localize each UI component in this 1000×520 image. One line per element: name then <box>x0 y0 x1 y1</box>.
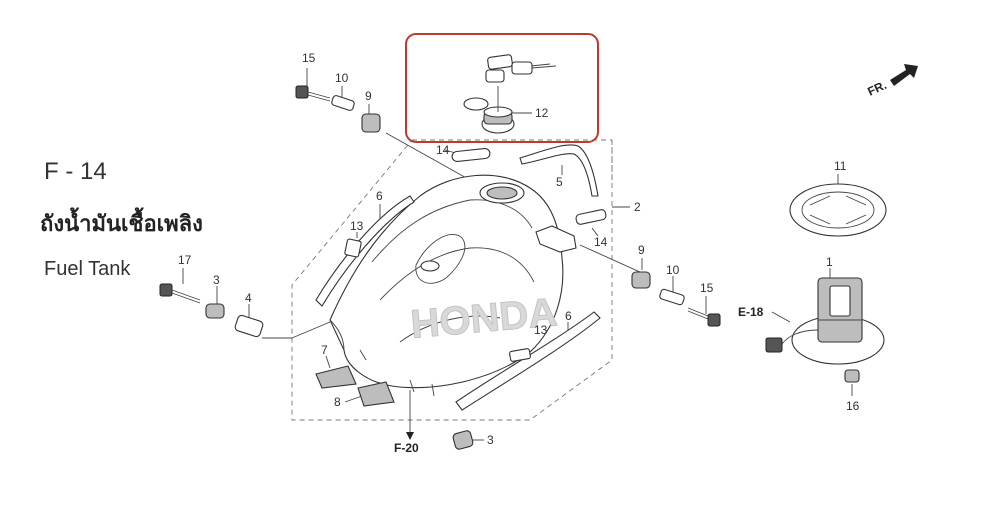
callout-12: 12 <box>535 106 549 120</box>
arrow-f20 <box>406 432 414 440</box>
callout-3-lower: 3 <box>487 433 494 447</box>
ref-e18: E-18 <box>738 305 764 319</box>
assembly-boundary <box>291 139 613 421</box>
collar-10-upper <box>331 95 355 111</box>
callout-3-left: 3 <box>213 273 220 287</box>
section-code: F - 14 <box>44 158 107 185</box>
callout-6-right: 6 <box>565 309 572 323</box>
collar-10-right <box>659 288 685 306</box>
bolt-15-upper <box>295 85 331 102</box>
bolt-15-right <box>687 307 721 327</box>
callout-9-upper: 9 <box>365 89 372 103</box>
sheet-8 <box>357 381 395 407</box>
callout-13-right: 13 <box>534 323 548 337</box>
callout-5: 5 <box>556 175 563 189</box>
diagram-title-thai: ถังน้ำมันเชื้อเพลิง <box>40 212 203 237</box>
set-plate-11 <box>789 183 887 237</box>
ref-f20: F-20 <box>394 441 419 455</box>
rubber-strip-6-right <box>455 311 601 411</box>
callout-7: 7 <box>321 343 328 357</box>
callout-11: 11 <box>834 159 847 173</box>
callout-10-upper: 10 <box>335 71 349 85</box>
leader-lines <box>182 68 853 441</box>
fuel-cap-with-keys <box>463 54 557 134</box>
pad-14-right <box>575 209 607 225</box>
callout-16: 16 <box>846 399 860 413</box>
pad-14-upper <box>451 147 491 163</box>
callout-15-right: 15 <box>700 281 714 295</box>
callout-4: 4 <box>245 291 252 305</box>
callout-8: 8 <box>334 395 341 409</box>
direction-label: FR. <box>865 78 888 99</box>
callout-6-left: 6 <box>376 189 383 203</box>
direction-indicator: FR. <box>865 64 918 99</box>
washer-3-lower <box>452 430 474 450</box>
callout-10-right: 10 <box>666 263 680 277</box>
fuel-pump-1 <box>765 277 885 365</box>
highlight-box <box>405 33 599 143</box>
pad-13-left <box>344 238 362 258</box>
callout-13-left: 13 <box>350 219 364 233</box>
callout-17: 17 <box>178 253 192 267</box>
callout-1: 1 <box>826 255 833 269</box>
callout-2: 2 <box>634 200 641 214</box>
callout-15-upper: 15 <box>302 51 316 65</box>
pad-13-right <box>509 348 531 362</box>
callout-9-right: 9 <box>638 243 645 257</box>
grommet-9-upper <box>361 113 381 133</box>
sheet-7 <box>315 365 357 389</box>
strip-5 <box>519 144 599 197</box>
fuel-tank <box>329 174 577 397</box>
grommet-9-right <box>631 271 651 289</box>
nut-16 <box>844 369 860 383</box>
bolt-17 <box>159 283 201 304</box>
collar-4 <box>234 314 264 338</box>
washer-3-left <box>205 303 225 319</box>
callout-14-right: 14 <box>594 235 608 249</box>
rubber-strip-6-left <box>315 195 415 307</box>
diagram-title-english: Fuel Tank <box>44 258 131 280</box>
callout-14-upper: 14 <box>436 143 450 157</box>
